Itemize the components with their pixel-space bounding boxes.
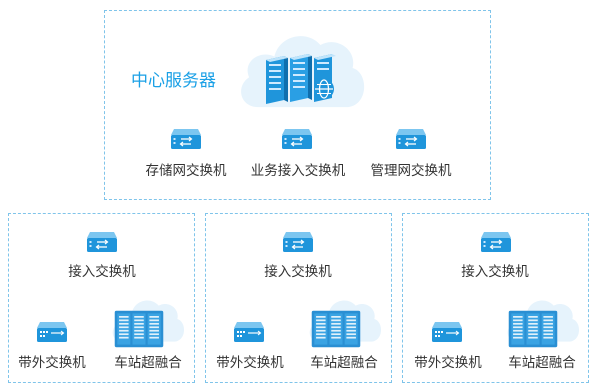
network-switch-icon <box>281 127 313 151</box>
business-access-switch-label: 业务接入交换机 <box>250 163 346 179</box>
globe-icon <box>313 78 335 100</box>
network-switch-icon <box>86 230 118 254</box>
server-rack-icon <box>507 309 559 349</box>
network-switch-icon <box>395 127 427 151</box>
network-switch-icon <box>480 230 512 254</box>
station-hci-label: 车站超融合 <box>310 355 378 371</box>
server-rack-icon <box>262 50 342 106</box>
oob-switch-label: 带外交换机 <box>414 355 482 371</box>
server-rack-icon <box>113 309 165 349</box>
access-switch-label: 接入交换机 <box>264 264 332 280</box>
center-title: 中心服务器 <box>131 71 216 91</box>
network-switch-icon <box>431 320 463 344</box>
network-switch-icon <box>170 127 202 151</box>
server-rack-icon <box>310 309 362 349</box>
oob-switch-label: 带外交换机 <box>18 355 86 371</box>
management-switch-label: 管理网交换机 <box>370 163 452 179</box>
storage-switch-label: 存储网交换机 <box>145 163 227 179</box>
network-switch-icon <box>233 320 265 344</box>
network-switch-icon <box>36 320 68 344</box>
oob-switch-label: 带外交换机 <box>216 355 284 371</box>
access-switch-label: 接入交换机 <box>68 264 136 280</box>
station-hci-label: 车站超融合 <box>508 355 576 371</box>
station-hci-label: 车站超融合 <box>114 355 182 371</box>
center-server-group <box>104 10 491 200</box>
network-switch-icon <box>282 230 314 254</box>
access-switch-label: 接入交换机 <box>461 264 529 280</box>
